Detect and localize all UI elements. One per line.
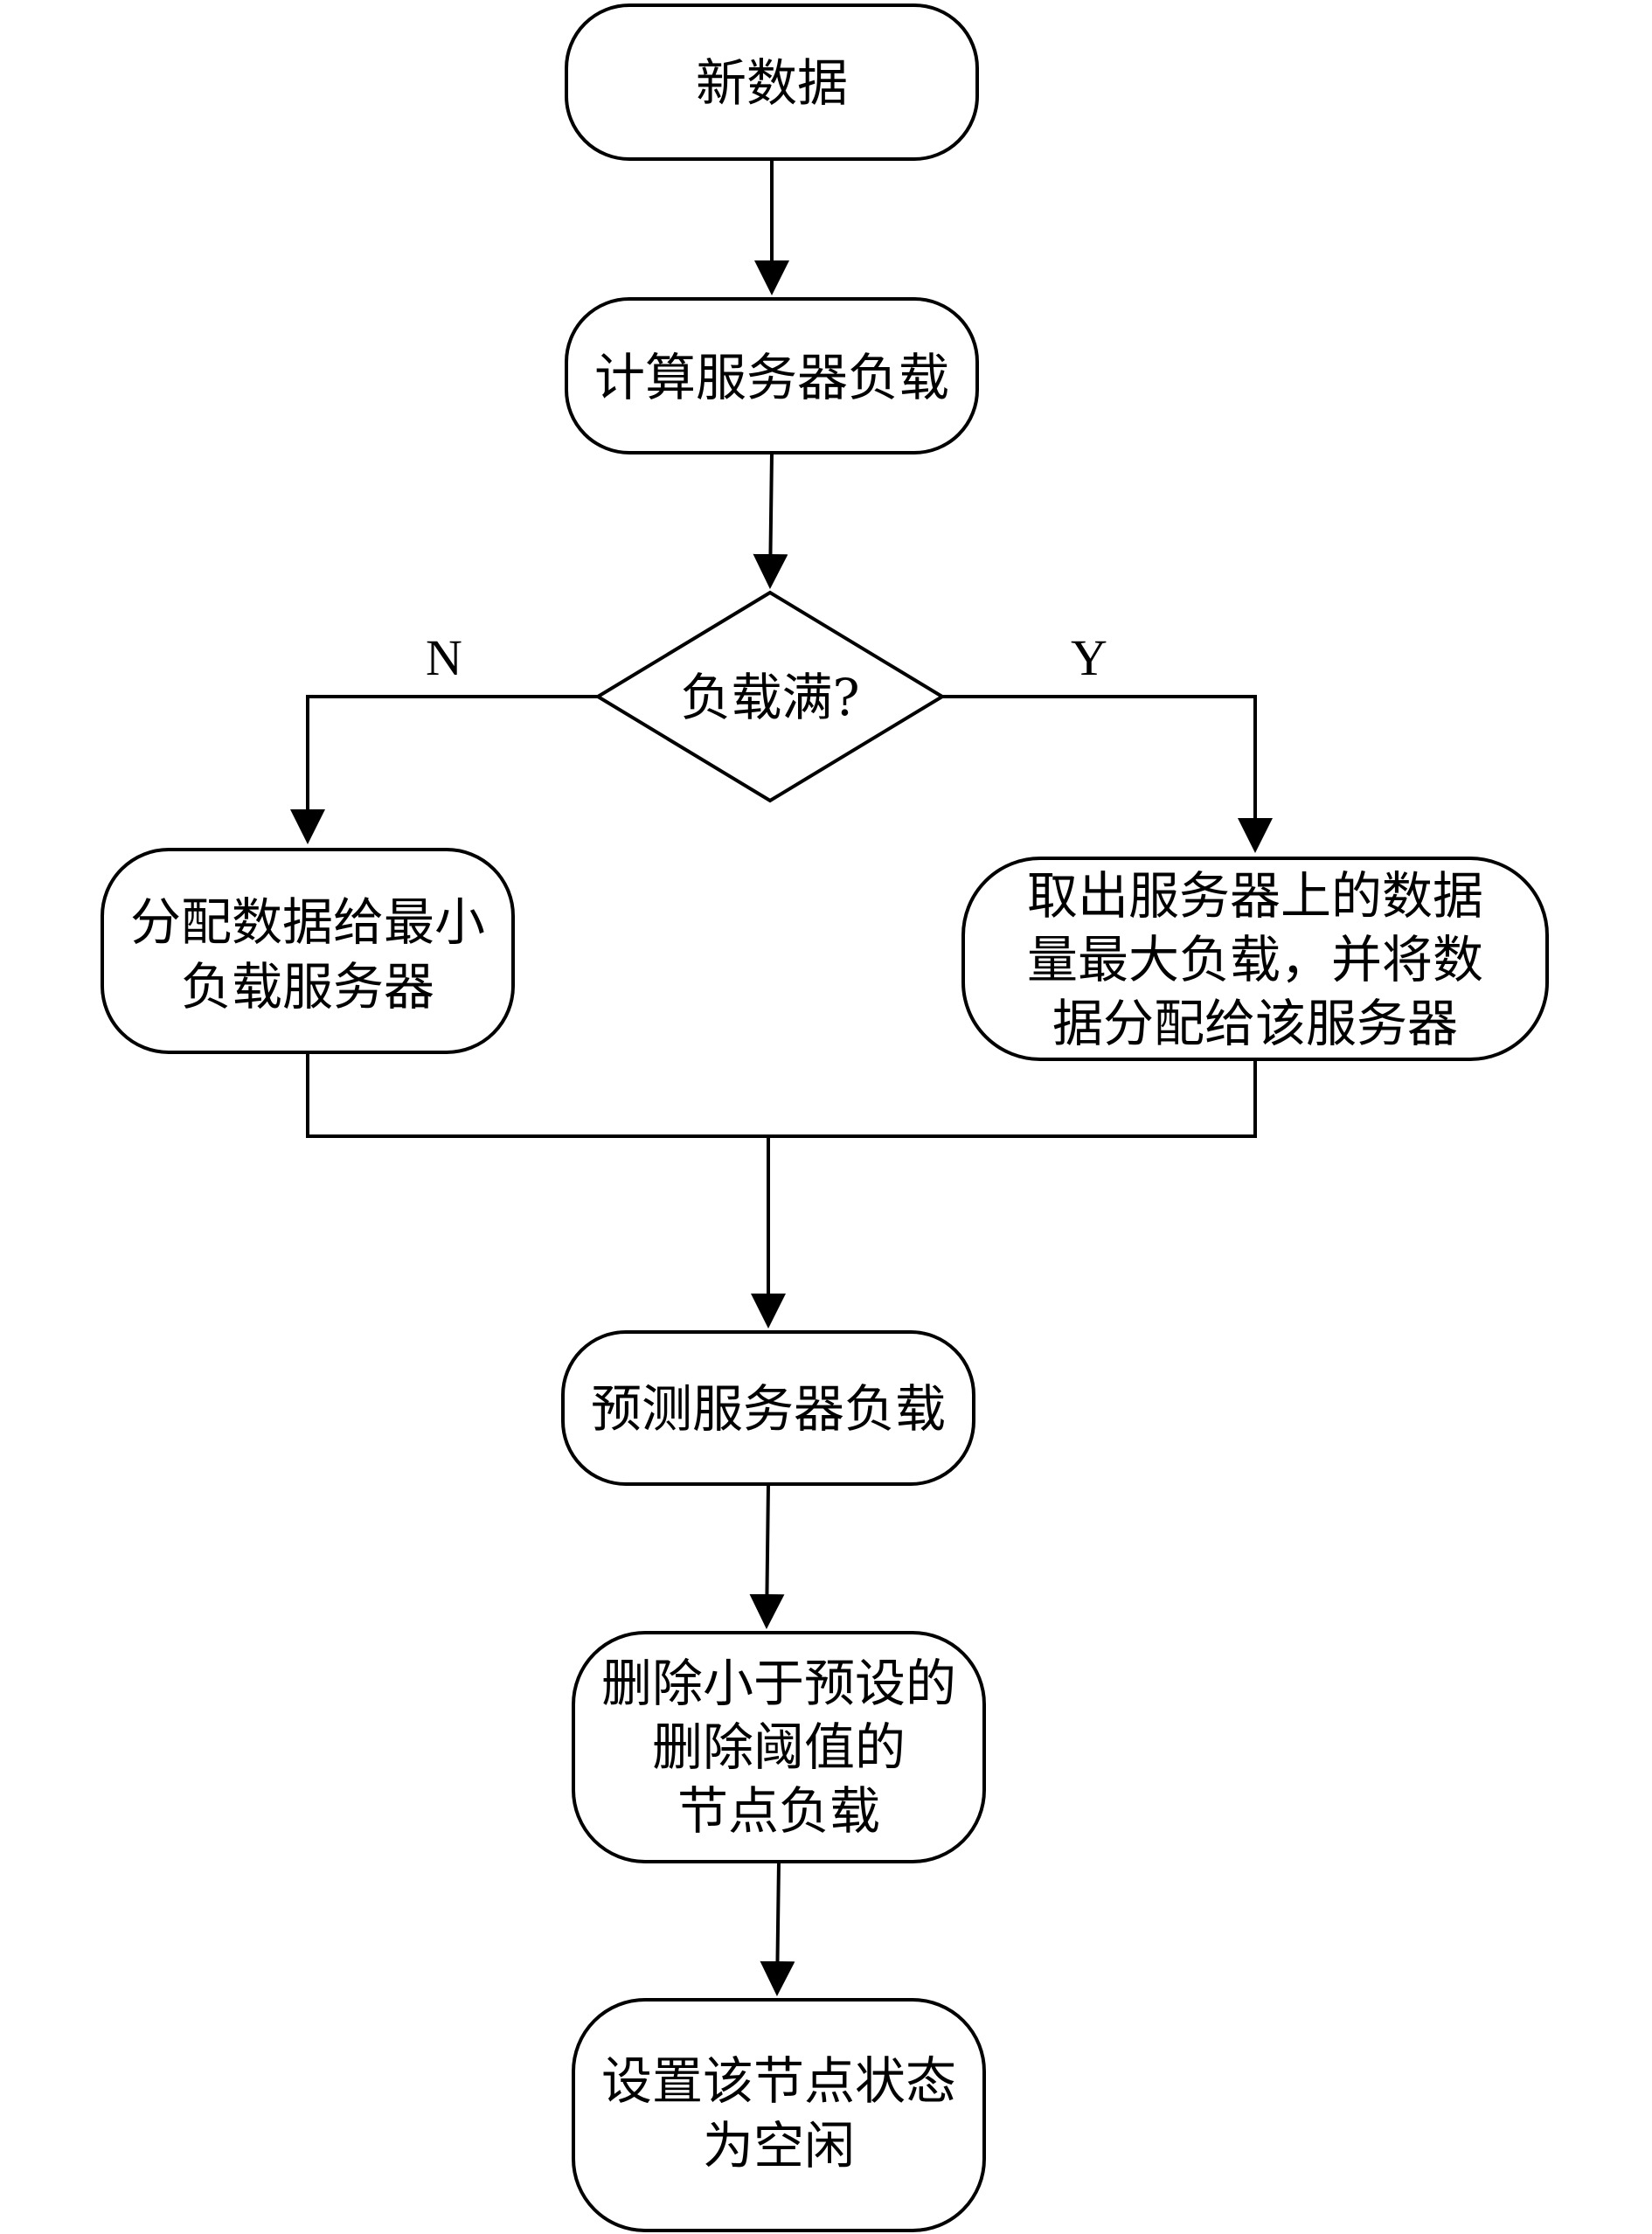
- node-new-data-label: 新数据: [696, 53, 848, 113]
- node-predict-load-label: 预测服务器负载: [591, 1379, 946, 1439]
- node-set-idle: 设置该节点状态 为空闲: [572, 1998, 986, 2232]
- arrow-decision-no-branch: [290, 695, 598, 844]
- node-new-data: 新数据: [565, 3, 979, 161]
- node-take-max: 取出服务器上的数据 量最大负载，并将数 据分配给该服务器: [961, 857, 1549, 1061]
- node-delete-load-line-3: 节点负载: [677, 1781, 880, 1841]
- node-take-max-line-2: 量最大负载，并将数: [1027, 930, 1483, 989]
- node-take-max-line-3: 据分配给该服务器: [1052, 994, 1458, 1053]
- node-assign-min-line-2: 负载服务器: [181, 957, 434, 1016]
- branch-label-yes: Y: [1071, 629, 1107, 686]
- node-set-idle-line-2: 为空闲: [703, 2116, 855, 2175]
- node-decision: 负载满?: [594, 590, 946, 803]
- node-calc-load-label: 计算服务器负载: [594, 348, 949, 407]
- arrow-decision-yes-branch: [942, 695, 1273, 853]
- branch-label-no: N: [426, 629, 462, 686]
- node-delete-load: 删除小于预设的 删除阈值的 节点负载: [572, 1631, 986, 1863]
- node-assign-min-line-1: 分配数据给最小: [130, 892, 485, 952]
- node-delete-load-line-1: 删除小于预设的: [601, 1654, 956, 1713]
- node-predict-load: 预测服务器负载: [561, 1330, 975, 1486]
- node-set-idle-line-1: 设置该节点状态: [601, 2051, 956, 2111]
- arrow-delete-load-to-set-idle: [760, 1861, 795, 1996]
- node-assign-min: 分配数据给最小 负载服务器: [101, 848, 515, 1054]
- node-delete-load-line-2: 删除阈值的: [652, 1717, 906, 1777]
- node-decision-label: 负载满?: [680, 668, 859, 727]
- node-calc-load: 计算服务器负载: [565, 297, 979, 454]
- merge-line: [306, 1052, 1257, 1138]
- arrow-predict-load-to-delete-load: [749, 1483, 785, 1629]
- node-take-max-line-1: 取出服务器上的数据: [1027, 866, 1483, 926]
- arrow-calc-load-to-decision: [753, 452, 788, 589]
